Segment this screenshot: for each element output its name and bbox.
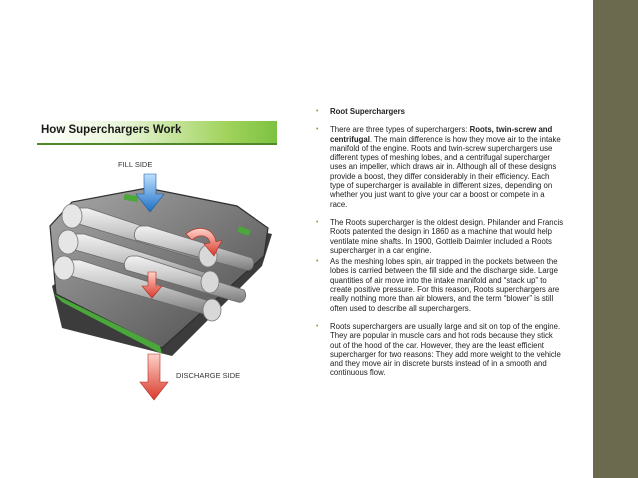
figure-title-banner: How Superchargers Work <box>37 121 277 145</box>
green-seal-bottom <box>54 294 162 354</box>
discharge-arrow-icon <box>139 353 169 401</box>
decorative-side-bar <box>593 0 638 478</box>
figure-title: How Superchargers Work <box>41 124 182 136</box>
bullet-dot: • <box>316 108 319 115</box>
bullet-dot: • <box>316 322 319 330</box>
bullet-item: • There are three types of superchargers… <box>316 125 564 209</box>
green-seal-top-left <box>123 193 139 203</box>
bullet-item: • Root Superchargers <box>316 107 564 116</box>
bullet-text-rest: . The main difference is how they move a… <box>330 134 561 209</box>
fill-arrow-icon <box>135 173 165 213</box>
bullet-text: The Roots supercharger is the oldest des… <box>330 217 564 255</box>
bullet-text: As the meshing lobes spin, air trapped i… <box>330 257 560 313</box>
bullet-item: • The Roots supercharger is the oldest d… <box>316 218 564 255</box>
bullet-dot: • <box>316 218 319 226</box>
supercharger-figure: How Superchargers Work FILL SIDE DISCHAR… <box>32 116 294 416</box>
bullet-text: There are three types of superchargers: … <box>330 125 564 209</box>
bullet-item: • Roots superchargers are usually large … <box>316 322 564 378</box>
fill-side-label: FILL SIDE <box>118 160 153 169</box>
bullet-text: Roots superchargers are usually large an… <box>330 321 561 378</box>
lobes <box>53 203 254 322</box>
bullet-list: • Root Superchargers • There are three t… <box>316 107 564 378</box>
bullet-heading: Root Superchargers <box>330 107 405 116</box>
green-seal-top-right <box>237 226 251 236</box>
rotation-arrow-icon <box>185 228 223 257</box>
bullet-dot: • <box>316 258 319 266</box>
supercharger-illustration <box>49 173 272 401</box>
bullet-text-lead: There are three types of superchargers: <box>330 125 470 135</box>
air-flow-arrow-icon <box>141 271 163 299</box>
bullet-text-bold: Roots, twin-screw and centrifugal <box>330 125 553 144</box>
discharge-side-label: DISCHARGE SIDE <box>176 371 241 380</box>
bullet-item: • As the meshing lobes spin, air trapped… <box>316 257 564 313</box>
bullet-dot: • <box>316 126 319 134</box>
